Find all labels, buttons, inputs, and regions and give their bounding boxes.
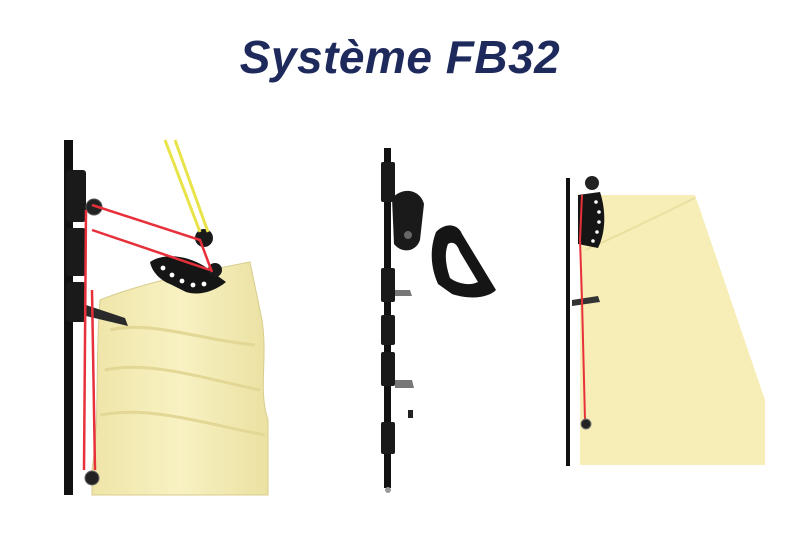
fan-bracket [150,256,226,294]
sail-fold [109,325,256,347]
track-car [381,315,395,345]
bracket-holes [160,265,207,288]
bottom-eye [385,487,391,493]
page-title: Système FB32 [239,31,561,83]
batten-fitting [395,380,414,388]
track-car [66,228,86,276]
bracket-holes [591,200,601,243]
pulley [195,229,213,247]
sail-cloth [91,261,269,496]
fan-bracket [578,192,605,248]
swivel-pin [404,231,412,239]
control-line [82,209,88,471]
sail-fold [104,365,261,392]
control-line [91,228,211,272]
sail-fold [99,410,266,437]
mast [566,178,570,466]
head-block [585,176,599,190]
track-car [381,162,395,202]
bottom-block [84,470,100,486]
control-line [90,289,97,471]
control-line [91,203,214,273]
control-line [578,194,586,421]
track-car [381,422,395,454]
small-part [408,410,413,418]
sail-cloth [580,195,765,465]
halyard-line [163,139,202,233]
batten-arm [572,296,600,306]
full-sail-view [566,176,765,466]
bracket-cutout [445,242,478,285]
pulley [208,263,222,277]
halyard-line [173,139,210,233]
track-car [66,282,86,322]
swivel-car [392,190,424,251]
assembled-detail-view [64,139,269,496]
track-car [381,268,395,302]
track-car [66,170,86,222]
bottom-block [580,418,592,430]
track-car [381,352,395,386]
batten-arm [86,305,128,326]
batten-fitting [395,290,412,296]
exploded-parts-view [381,148,496,493]
